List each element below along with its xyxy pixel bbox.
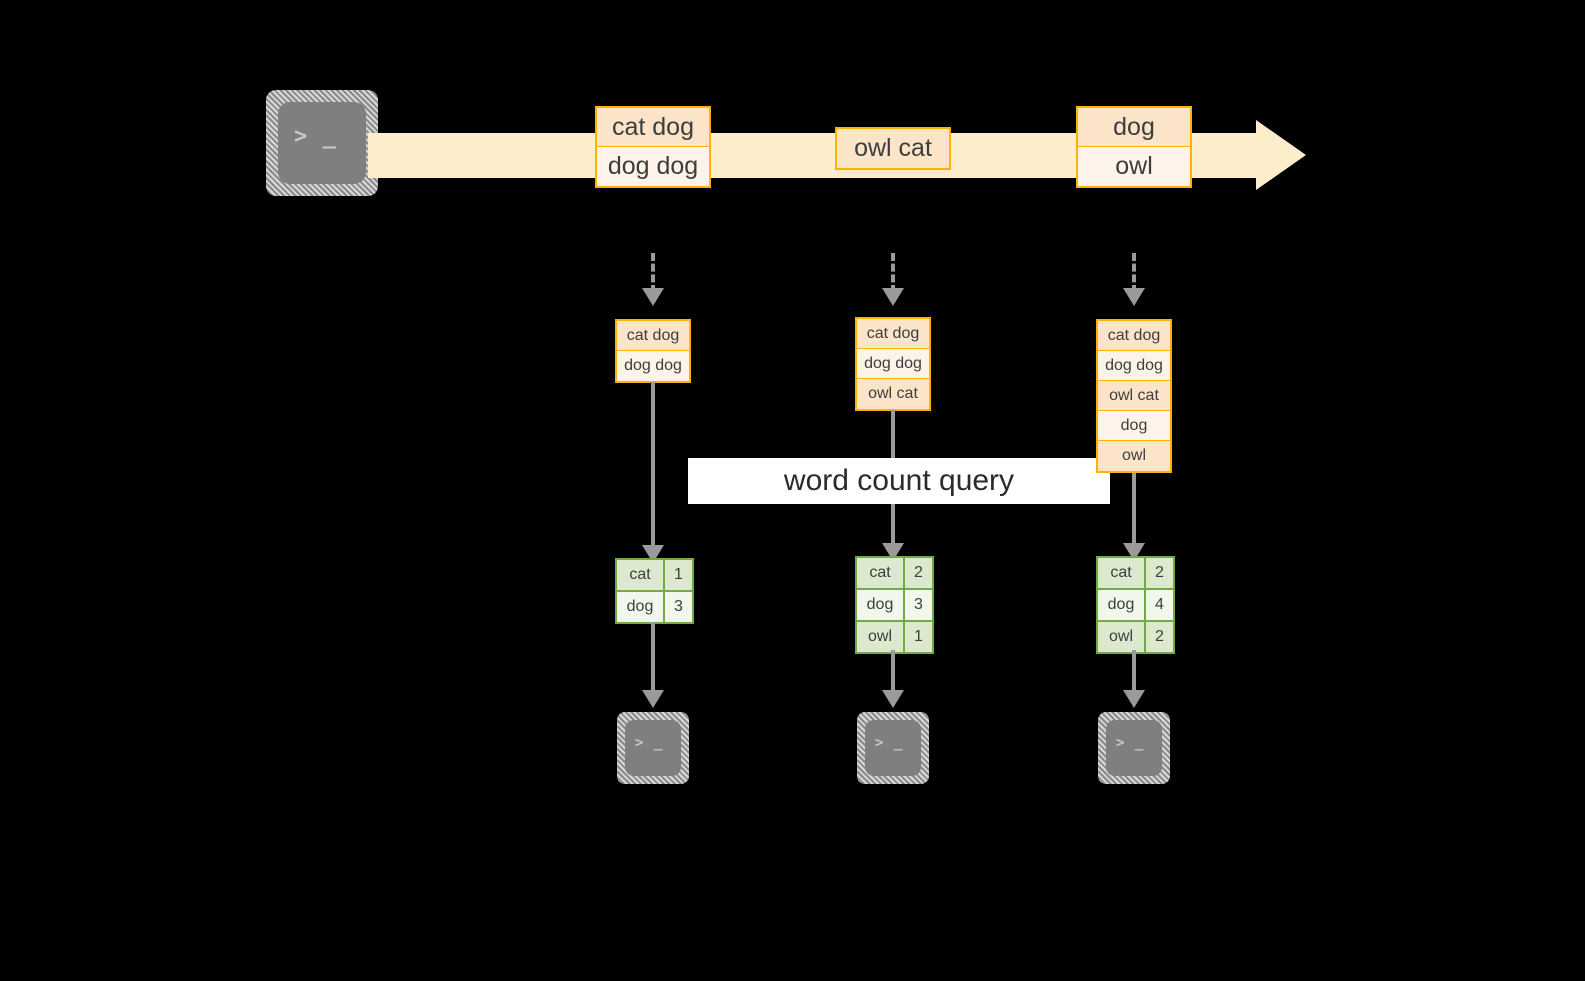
terminal-prompt-glyph: > _ <box>1116 735 1145 751</box>
stream-record-3: dog owl <box>1076 106 1192 188</box>
stream-to-snapshot-connector-1 <box>651 253 655 293</box>
table-row: cat 2 <box>857 558 932 590</box>
stream-to-snapshot-connector-2 <box>891 253 895 293</box>
record-line: cat dog <box>617 321 689 351</box>
snapshot-1-sink-terminal-icon: > _ <box>617 712 689 784</box>
record-line: owl cat <box>837 129 949 168</box>
arrowhead-icon <box>882 288 904 306</box>
snapshot-2-sink-terminal-icon: > _ <box>857 712 929 784</box>
record-line: owl <box>1078 147 1190 186</box>
snapshot-3-to-result-connector <box>1132 472 1136 550</box>
result-word: dog <box>857 590 905 620</box>
record-line: dog dog <box>597 147 709 186</box>
result-word: dog <box>1098 590 1146 620</box>
record-line: cat dog <box>857 319 929 349</box>
record-line: dog dog <box>857 349 929 379</box>
table-row: dog 4 <box>1098 590 1173 622</box>
query-label: word count query <box>688 458 1110 504</box>
record-line: owl cat <box>857 379 929 409</box>
result-count: 3 <box>665 592 692 622</box>
result-count: 1 <box>905 622 932 652</box>
record-line: cat dog <box>1098 321 1170 351</box>
record-line: cat dog <box>597 108 709 147</box>
table-row: owl 2 <box>1098 622 1173 652</box>
terminal-screen <box>1106 720 1162 776</box>
snapshot-1-records: cat dog dog dog <box>615 319 691 383</box>
table-row: owl 1 <box>857 622 932 652</box>
stream-record-1: cat dog dog dog <box>595 106 711 188</box>
snapshot-3-records: cat dog dog dog owl cat dog owl <box>1096 319 1172 473</box>
result-word: cat <box>617 560 665 590</box>
record-line: dog <box>1078 108 1190 147</box>
result-word: cat <box>857 558 905 588</box>
arrowhead-icon <box>1123 288 1145 306</box>
arrowhead-icon <box>642 288 664 306</box>
snapshot-3-result-to-sink-connector <box>1132 650 1136 694</box>
table-row: cat 1 <box>617 560 692 592</box>
table-row: dog 3 <box>857 590 932 622</box>
stream-arrow-head-icon <box>1256 120 1306 190</box>
result-word: owl <box>857 622 905 652</box>
terminal-screen <box>625 720 681 776</box>
result-word: owl <box>1098 622 1146 652</box>
table-row: dog 3 <box>617 592 692 622</box>
terminal-screen <box>278 102 366 184</box>
terminal-screen <box>865 720 921 776</box>
record-line: dog <box>1098 411 1170 441</box>
snapshot-2-result-to-sink-connector <box>891 650 895 694</box>
snapshot-3-result-table: cat 2 dog 4 owl 2 <box>1096 556 1175 654</box>
snapshot-1-result-table: cat 1 dog 3 <box>615 558 694 624</box>
table-row: cat 2 <box>1098 558 1173 590</box>
result-count: 2 <box>1146 558 1173 588</box>
result-count: 2 <box>1146 622 1173 652</box>
result-count: 4 <box>1146 590 1173 620</box>
stream-to-snapshot-connector-3 <box>1132 253 1136 293</box>
result-word: dog <box>617 592 665 622</box>
terminal-prompt-glyph: > _ <box>635 735 664 751</box>
snapshot-3-sink-terminal-icon: > _ <box>1098 712 1170 784</box>
stream-record-2: owl cat <box>835 127 951 170</box>
record-line: owl <box>1098 441 1170 471</box>
result-word: cat <box>1098 558 1146 588</box>
result-count: 3 <box>905 590 932 620</box>
snapshot-2-records: cat dog dog dog owl cat <box>855 317 931 411</box>
record-line: dog dog <box>1098 351 1170 381</box>
record-line: owl cat <box>1098 381 1170 411</box>
result-count: 2 <box>905 558 932 588</box>
terminal-prompt-glyph: > _ <box>875 735 904 751</box>
snapshot-2-result-table: cat 2 dog 3 owl 1 <box>855 556 934 654</box>
arrowhead-icon <box>1123 690 1145 708</box>
snapshot-1-to-result-connector <box>651 382 655 550</box>
record-line: dog dog <box>617 351 689 381</box>
source-terminal-icon: > _ <box>266 90 378 196</box>
arrowhead-icon <box>642 690 664 708</box>
snapshot-1-result-to-sink-connector <box>651 622 655 694</box>
arrowhead-icon <box>882 690 904 708</box>
terminal-prompt-glyph: > _ <box>294 124 337 149</box>
result-count: 1 <box>665 560 692 590</box>
